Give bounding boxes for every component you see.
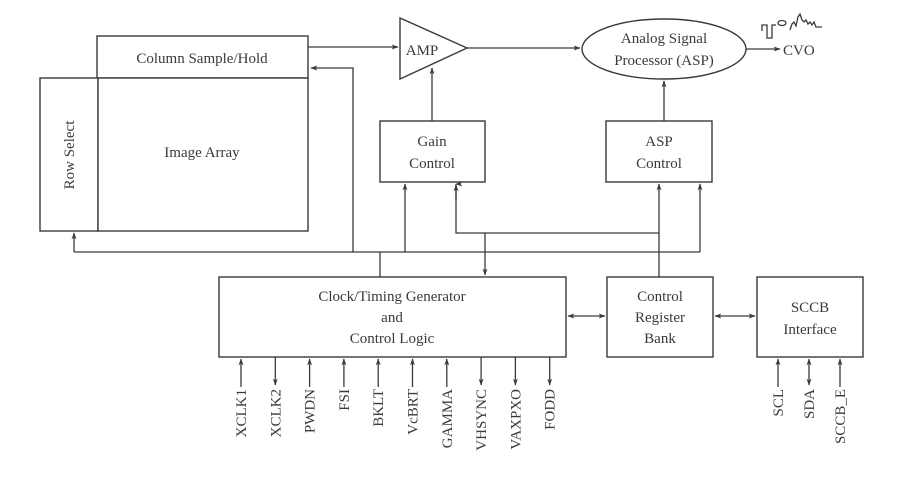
amp-label: AMP bbox=[406, 43, 439, 59]
pin-fsi-label: FSI bbox=[337, 389, 353, 411]
pin-bklt-label: BKLT bbox=[371, 389, 387, 427]
gain-control-line1: Gain bbox=[417, 134, 447, 150]
control-register-line3: Bank bbox=[644, 331, 676, 347]
image-array-block bbox=[97, 77, 309, 232]
sccb-interface-line2: Interface bbox=[783, 322, 837, 338]
asp-control-line1: ASP bbox=[645, 134, 673, 150]
clock-timing-line1: Clock/Timing Generator bbox=[318, 289, 465, 305]
sccb-interface-line1: SCCB bbox=[791, 300, 829, 316]
control-register-bank-block bbox=[606, 276, 714, 358]
row-select-block bbox=[39, 77, 99, 232]
cvo-label: CVO bbox=[783, 43, 815, 59]
sccb-interface-block bbox=[756, 276, 864, 358]
pin-scl-label: SCL bbox=[771, 389, 787, 417]
amp-block bbox=[399, 16, 469, 81]
wire-gain-loop bbox=[455, 184, 659, 234]
pin-vaxpxo-label: VAXPXO bbox=[508, 389, 524, 450]
column-sample-hold-label: Column Sample/Hold bbox=[136, 51, 268, 67]
sccb-pins: SCL SDA SCCB_E bbox=[771, 358, 849, 444]
gain-control-line2: Control bbox=[409, 156, 455, 172]
image-array-label: Image Array bbox=[164, 145, 240, 161]
pin-sccb-e-label: SCCB_E bbox=[833, 389, 849, 444]
clock-timing-line3: Control Logic bbox=[350, 331, 435, 347]
asp-control-block bbox=[605, 120, 713, 183]
control-register-line2: Register bbox=[635, 310, 685, 326]
asp-label-line1: Analog Signal bbox=[621, 31, 707, 47]
pin-gamma-label: GAMMA bbox=[440, 389, 456, 448]
clock-timing-block bbox=[218, 276, 567, 358]
gain-control-block bbox=[379, 120, 486, 183]
asp-label-line2: Processor (ASP) bbox=[614, 53, 714, 69]
blank-level-icon bbox=[777, 19, 787, 27]
asp-control-line2: Control bbox=[636, 156, 682, 172]
pin-xclk1-label: XCLK1 bbox=[234, 389, 250, 437]
sync-pulse-icon bbox=[761, 24, 776, 39]
pin-xclk2-label: XCLK2 bbox=[268, 389, 284, 437]
control-register-line1: Control bbox=[637, 289, 683, 305]
row-select-label: Row Select bbox=[62, 120, 78, 190]
column-sample-hold-block bbox=[96, 35, 309, 79]
pin-vhsync-label: VHSYNC bbox=[474, 389, 490, 451]
wire-to-column-sample-hold bbox=[310, 65, 354, 252]
pin-vcbrt-label: VcBRT bbox=[406, 389, 422, 435]
clock-timing-line2: and bbox=[381, 310, 403, 326]
pin-fodd-label: FODD bbox=[543, 389, 559, 430]
asp-block bbox=[581, 18, 747, 80]
clock-pins: XCLK1 XCLK2 PWDN FSI BKLT VcBRT GAMMA VHSYNC VAX… bbox=[234, 357, 559, 451]
pin-sda-label: SDA bbox=[802, 389, 818, 419]
pin-pwdn-label: PWDN bbox=[303, 389, 319, 433]
video-waveform-icon bbox=[789, 12, 822, 31]
